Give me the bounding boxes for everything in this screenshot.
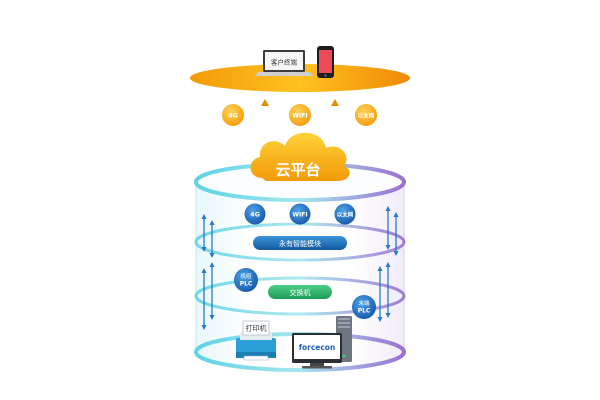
double-arrow-icon <box>385 206 391 250</box>
inner-badge-4g: 4G <box>244 203 266 225</box>
plc-badge-line2: PLC <box>240 281 253 288</box>
smart-module-label: 永有智能模块 <box>279 239 321 248</box>
plc-badge-line1: 末端 <box>358 299 370 307</box>
plc-badge-line2: PLC <box>358 308 371 315</box>
side-arrows <box>201 206 399 330</box>
client-layer: 客户终端 <box>190 46 410 92</box>
inner-badge-label: 4G <box>250 211 260 219</box>
link-badge-wifi: WIFI <box>289 104 311 126</box>
double-arrow-icon <box>201 268 207 330</box>
smart-module-bar: 永有智能模块 <box>253 236 347 250</box>
cylinder-ring <box>194 276 406 316</box>
arrow-up-icon <box>331 99 339 131</box>
double-arrow-icon <box>209 220 215 258</box>
link-badge-label: WIFI <box>292 113 307 120</box>
inner-badge-ethernet: 以太网 <box>334 203 356 225</box>
plc-badge-line1: 机组 <box>240 272 252 280</box>
inner-badge-label: WIFI <box>292 212 307 219</box>
laptop-icon <box>255 50 313 76</box>
switch-label: 交换机 <box>290 288 311 297</box>
cloud-icon: 云平台 <box>250 132 350 181</box>
link-badges: 4G WIFI 以太网 <box>222 104 377 126</box>
printer-label-tag: 打印机 <box>246 324 267 333</box>
plc-badge-unit: 机组 PLC <box>234 268 258 292</box>
double-arrow-icon <box>393 212 399 256</box>
inner-link-badges: 4G WIFI 以太网 <box>244 203 356 225</box>
phone-icon <box>317 46 334 78</box>
link-badge-label: 以太网 <box>358 112 375 120</box>
double-arrow-icon <box>209 262 215 320</box>
switch-bar: 交换机 <box>268 285 332 299</box>
link-badge-4g: 4G <box>222 104 244 126</box>
printer-icon <box>236 320 276 361</box>
arrow-up-icon <box>261 99 269 131</box>
inner-badge-wifi: WIFI <box>289 203 311 225</box>
double-arrow-icon <box>201 214 207 252</box>
cloud-platform-label: 云平台 <box>275 161 320 179</box>
double-arrow-icon <box>377 266 383 322</box>
link-badge-ethernet: 以太网 <box>355 104 377 126</box>
client-terminal-label: 客户终端 <box>271 58 298 67</box>
link-badge-label: 4G <box>228 112 238 120</box>
inner-badge-label: 以太网 <box>337 211 354 219</box>
double-arrow-icon <box>385 262 391 318</box>
monitor-icon: forcecon <box>292 333 342 369</box>
client-disc <box>190 64 410 92</box>
plc-badge-terminal: 末端 PLC <box>352 295 376 319</box>
printer-label: 打印机 <box>246 324 267 333</box>
monitor-brand-logo: forcecon <box>299 343 336 352</box>
uplink-arrows <box>261 99 339 131</box>
